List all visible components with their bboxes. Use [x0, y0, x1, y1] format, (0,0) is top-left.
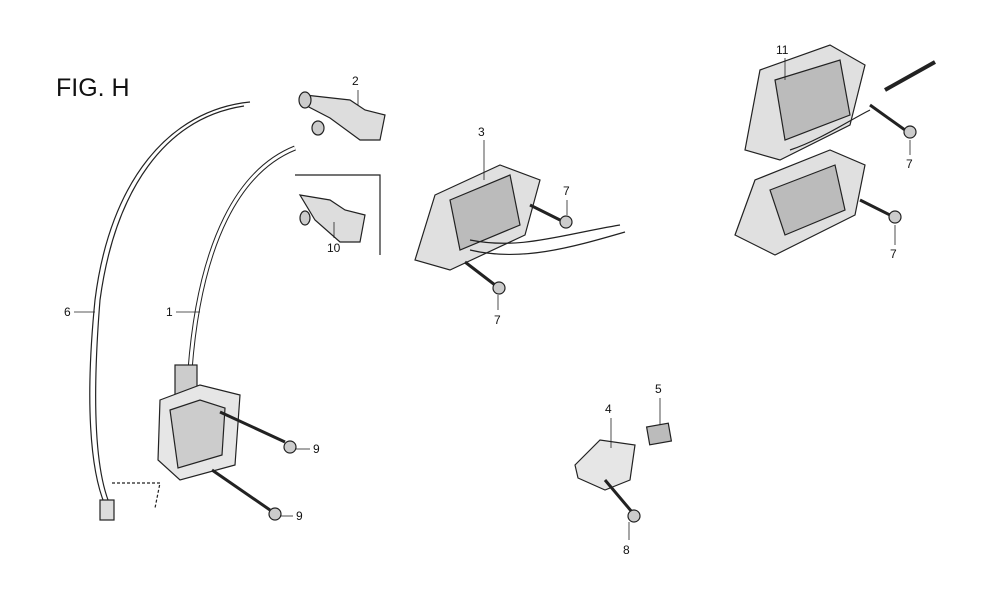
charge-coil — [414, 164, 626, 271]
lighting-coil-upper — [744, 44, 866, 161]
bracket — [574, 439, 636, 491]
ignition-wire — [187, 145, 296, 371]
callout-9: 9 — [296, 509, 303, 523]
callout-7: 7 — [890, 247, 897, 261]
callout-8: 8 — [623, 543, 630, 557]
callout-2: 2 — [352, 74, 359, 88]
callout-3: 3 — [478, 125, 485, 139]
lighting-coil-lower — [734, 149, 866, 256]
callout-1: 1 — [166, 305, 173, 319]
callout-11: 11 — [776, 43, 789, 57]
callout-7: 7 — [906, 157, 913, 171]
callout-6: 6 — [64, 305, 71, 319]
spark-plug-cap — [298, 91, 386, 141]
ground-wire — [89, 101, 251, 506]
callout-5: 5 — [655, 382, 662, 396]
callout-9: 9 — [313, 442, 320, 456]
ignition-coil — [157, 364, 241, 481]
grommet — [645, 422, 673, 446]
callout-4: 4 — [605, 402, 612, 416]
spark-plug-cap-alt — [298, 194, 366, 243]
callout-7: 7 — [494, 313, 501, 327]
figure-title: FIG. H — [56, 74, 130, 102]
callout-10: 10 — [327, 241, 341, 255]
ground-terminal — [99, 499, 115, 521]
callout-7: 7 — [563, 184, 570, 198]
